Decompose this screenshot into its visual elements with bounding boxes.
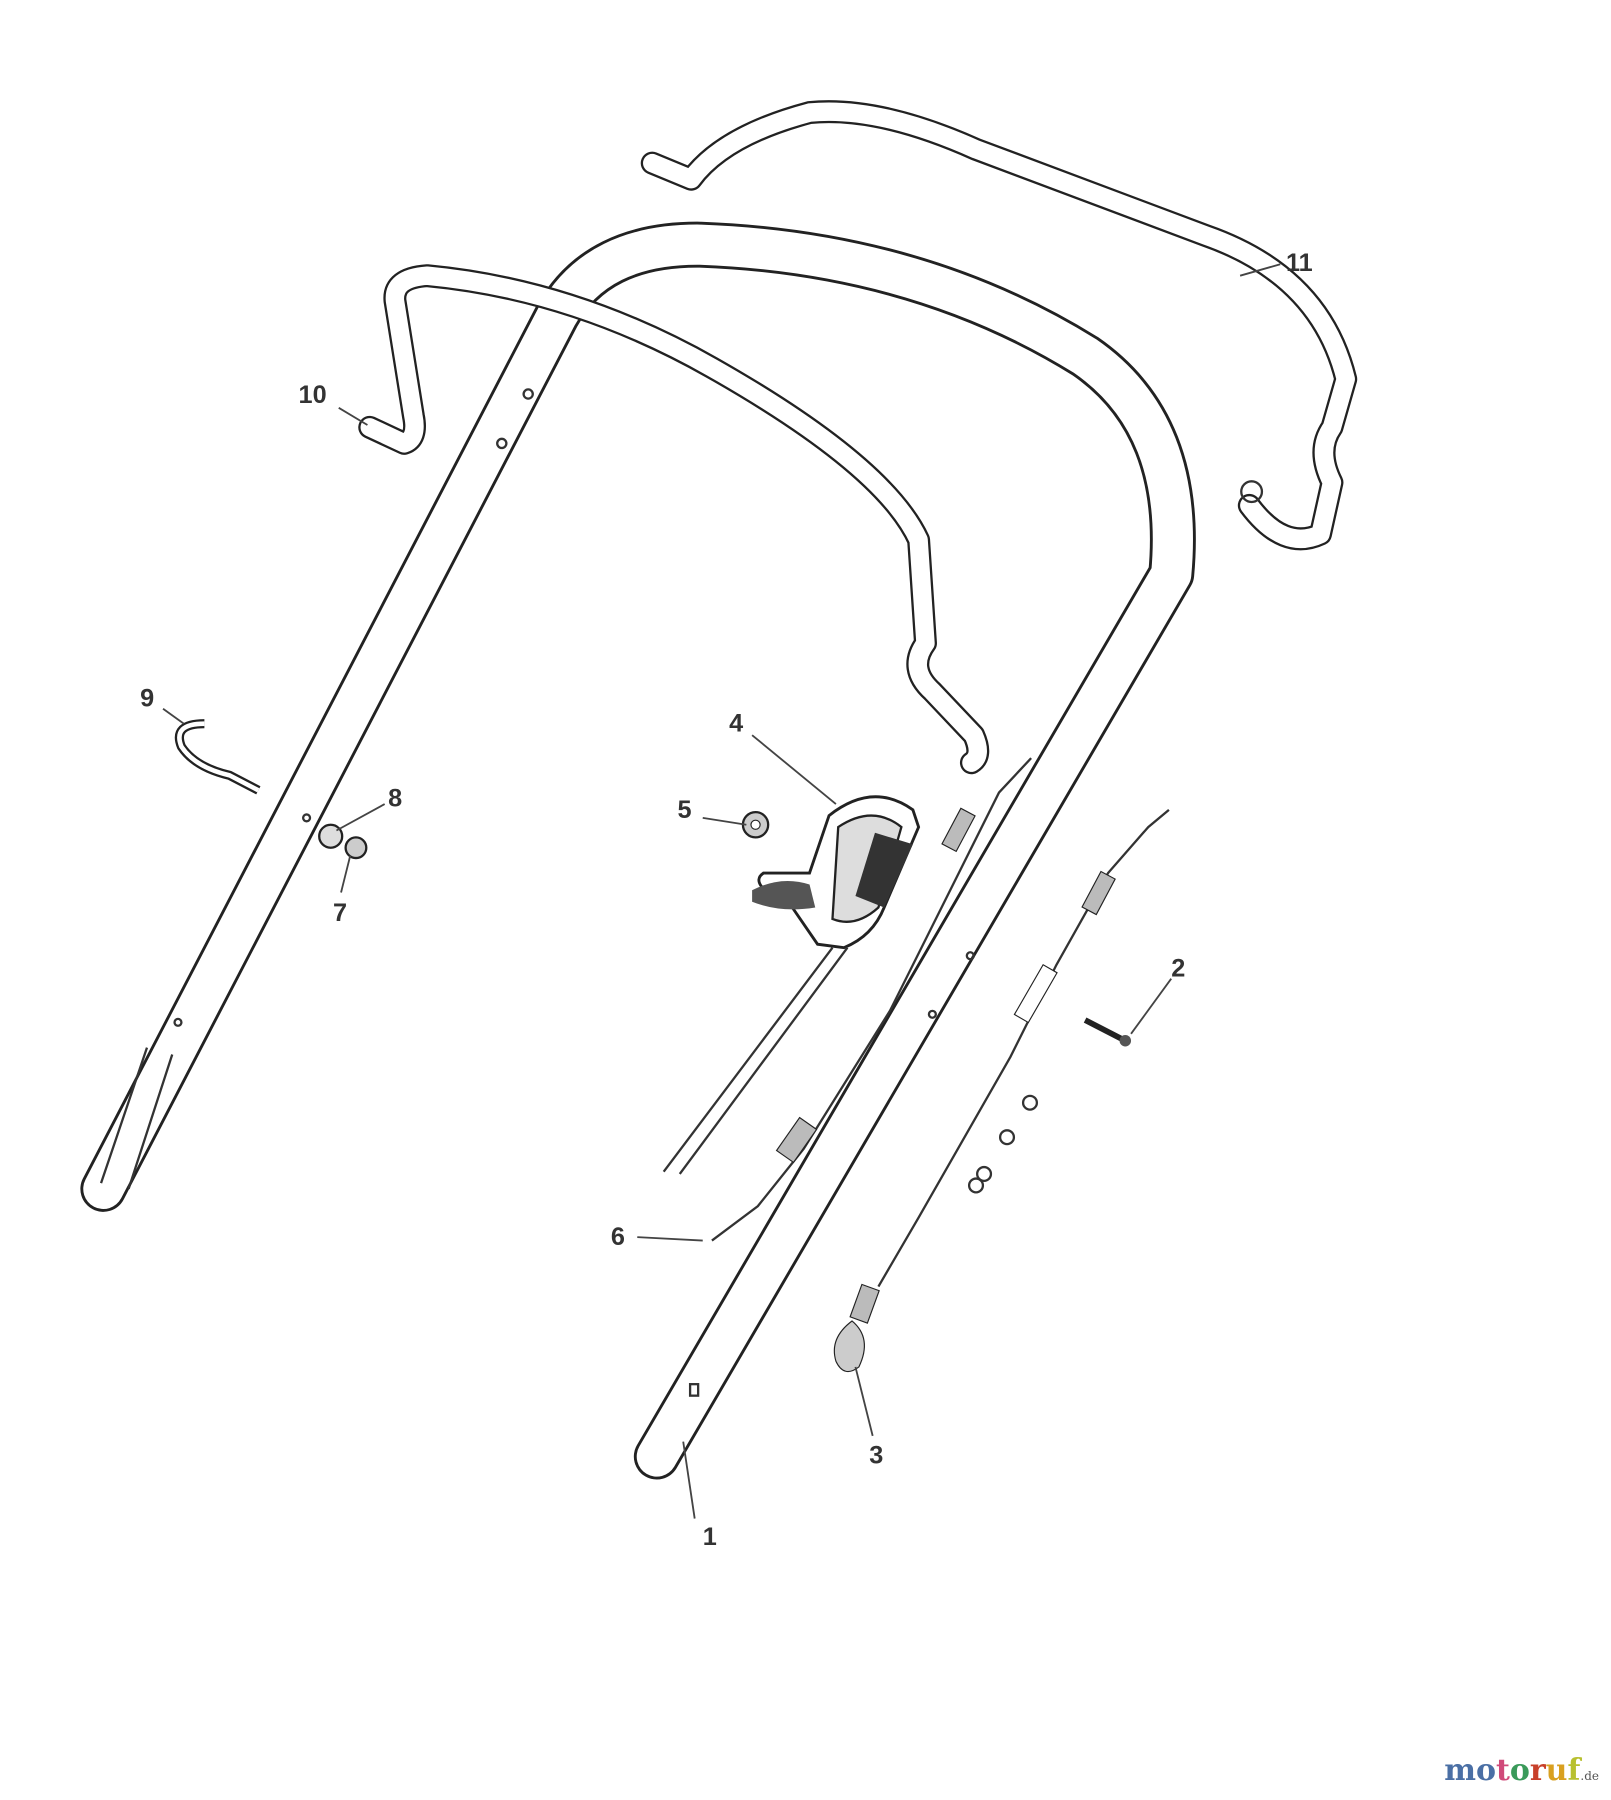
logo-letter: m (1444, 1753, 1476, 1788)
part-3-cable (833, 808, 1170, 1373)
part-4-control-housing (752, 795, 921, 950)
logo-letter: o (1509, 1753, 1530, 1788)
washers (967, 1094, 1039, 1194)
callout-6: 6 (611, 1223, 625, 1251)
part-11-lever-bar (640, 100, 1358, 551)
part-10-lever-bar (358, 264, 990, 775)
logo-name: motoruf (1444, 1753, 1580, 1788)
part-6-cable (662, 757, 1032, 1242)
part-5-nut (741, 810, 770, 839)
logo-letter: u (1545, 1753, 1568, 1788)
logo-letter: r (1529, 1753, 1546, 1788)
part-9-hook-bolt (174, 719, 261, 795)
callout-7: 7 (333, 899, 347, 927)
part-2-screw (1083, 1017, 1132, 1047)
callout-3: 3 (869, 1441, 883, 1469)
callout-10: 10 (299, 381, 327, 409)
callout-4: 4 (729, 710, 743, 738)
logo-letter: o (1475, 1753, 1496, 1788)
part-7-nut (344, 836, 368, 860)
callout-9: 9 (140, 684, 154, 712)
callout-2: 2 (1171, 954, 1185, 982)
logo-letter: t (1495, 1753, 1510, 1788)
part-1-main-handle (80, 221, 1196, 1480)
logo-tld: .de (1580, 1769, 1599, 1783)
motoruf-logo: motoruf.de (1444, 1753, 1599, 1788)
logo-letter: f (1567, 1753, 1581, 1788)
leader-lines (162, 263, 1281, 1519)
callout-1: 1 (703, 1523, 717, 1551)
callout-5: 5 (677, 796, 691, 824)
callout-8: 8 (388, 784, 402, 812)
callout-11: 11 (1286, 249, 1313, 277)
